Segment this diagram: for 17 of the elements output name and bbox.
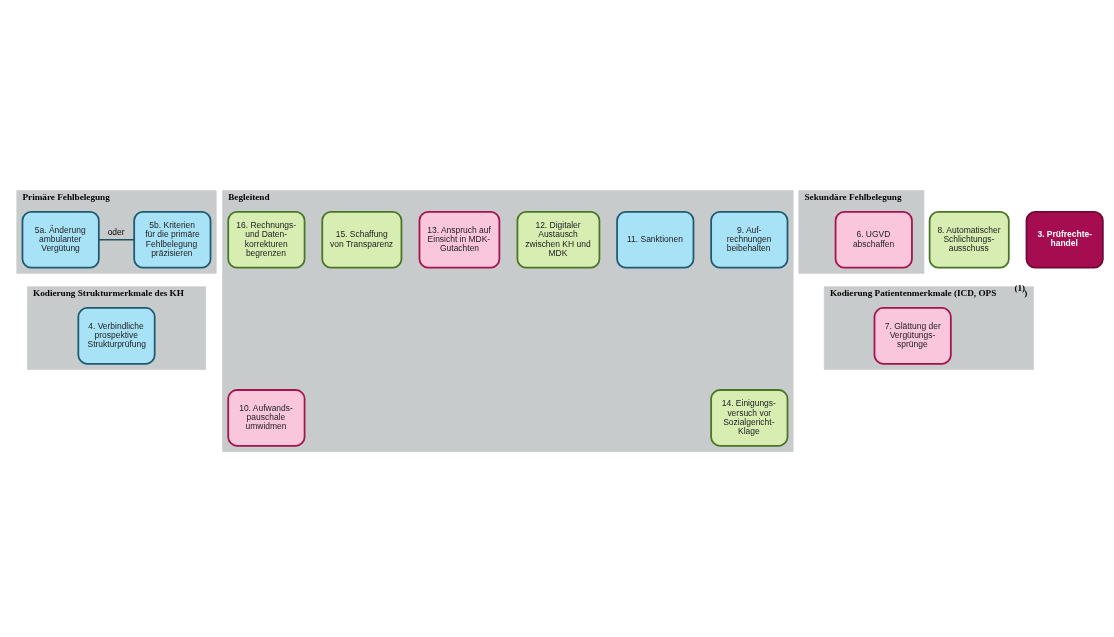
node-box: 14. Einigungs- versuch vor Sozialgericht- Klage (710, 389, 789, 447)
node-box: 5b. Kriterien für die primäre Fehlbelegung präzisieren (133, 210, 212, 269)
node-box: 3. Prüfrechte- handel (1025, 210, 1104, 269)
node-box: 7. Glättung der Vergütungs- sprünge (873, 307, 952, 365)
node-box: 5a. Änderung ambulanter Vergütung (21, 210, 100, 269)
node-box: 8. Automatischer Schlichtungs- ausschuss (928, 210, 1010, 269)
connector (98, 239, 135, 241)
node-box: 16. Rechnungs- und Daten- korrekturen begrenzen (227, 210, 306, 269)
node-box: 9. Auf- rechnungen beibehalten (710, 210, 789, 269)
node-box: 4. Verbindliche prospektive Strukturprüfung (77, 307, 156, 365)
edge-label: oder (107, 227, 125, 238)
node-box: 11. Sanktionen (616, 210, 695, 269)
node-box: 13. Anspruch auf Einsicht in MDK- Gutachten (418, 210, 501, 269)
node-box: 15. Schaffung von Transparenz (321, 210, 403, 269)
node-box: 12. Digitaler Austausch zwischen KH und MDK (516, 210, 601, 269)
node-box: 10. Aufwands- pauschale umwidmen (227, 389, 306, 447)
node-box: 6. UGVD abschaffen (834, 210, 913, 269)
